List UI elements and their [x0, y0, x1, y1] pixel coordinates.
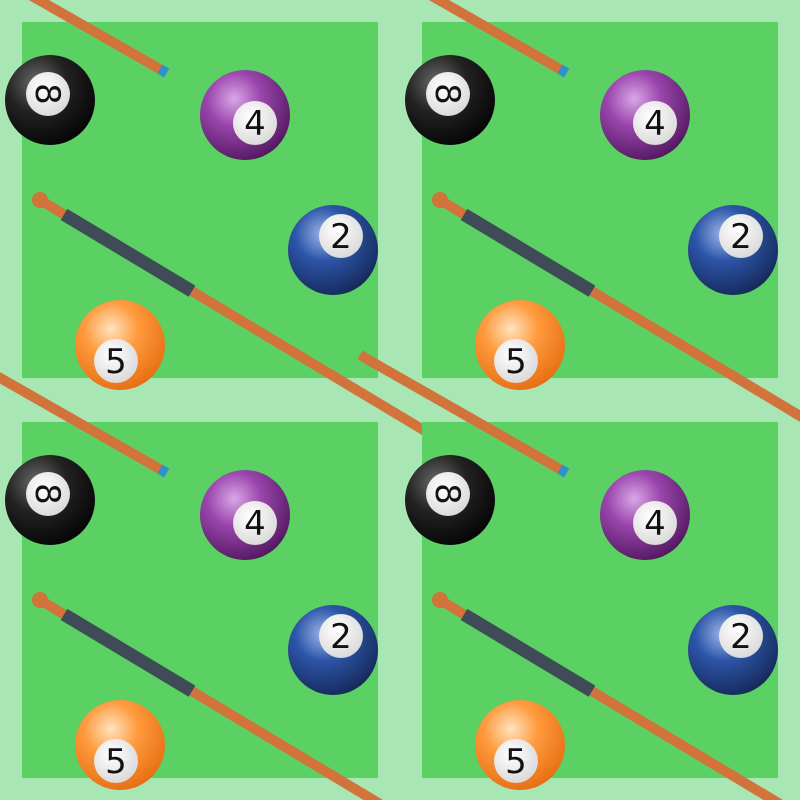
cue-stick-icon	[432, 592, 784, 800]
pattern-tile: 8 4 2 5	[405, 0, 800, 422]
ball-number-8: 8	[27, 483, 67, 505]
cue-stick-icon	[32, 592, 384, 800]
ball-number-5: 5	[505, 742, 527, 782]
ball-number-2: 2	[330, 217, 352, 257]
five-ball-icon: 5	[475, 300, 565, 390]
ball-number-5: 5	[105, 342, 127, 382]
ball-number-8: 8	[27, 83, 67, 105]
eight-ball-icon: 8	[405, 455, 495, 545]
cue-stick-icon	[428, 0, 570, 78]
five-ball-icon: 5	[75, 300, 165, 390]
ball-number-8: 8	[427, 483, 467, 505]
two-ball-icon: 2	[288, 605, 378, 695]
four-ball-icon: 4	[600, 70, 690, 160]
cue-stick-icon	[432, 192, 800, 422]
ball-number-4: 4	[244, 504, 266, 544]
five-ball-icon: 5	[75, 700, 165, 790]
ball-number-2: 2	[730, 617, 752, 657]
pattern-tile: 8 4 2 5	[357, 350, 784, 800]
five-ball-icon: 5	[475, 700, 565, 790]
cue-stick-icon	[28, 0, 170, 78]
cue-stick-icon	[357, 350, 570, 478]
four-ball-icon: 4	[600, 470, 690, 560]
ball-number-5: 5	[105, 742, 127, 782]
two-ball-icon: 2	[288, 205, 378, 295]
eight-ball-icon: 8	[5, 455, 95, 545]
ball-number-4: 4	[644, 504, 666, 544]
eight-ball-icon: 8	[5, 55, 95, 145]
ball-number-8: 8	[427, 83, 467, 105]
ball-number-2: 2	[730, 217, 752, 257]
eight-ball-icon: 8	[405, 55, 495, 145]
two-ball-icon: 2	[688, 205, 778, 295]
cue-stick-icon	[32, 192, 443, 445]
cue-stick-icon	[0, 372, 170, 478]
pattern-tile: 8 4 2 5	[5, 0, 443, 445]
two-ball-icon: 2	[688, 605, 778, 695]
four-ball-icon: 4	[200, 470, 290, 560]
ball-number-4: 4	[644, 104, 666, 144]
ball-number-4: 4	[244, 104, 266, 144]
ball-number-2: 2	[330, 617, 352, 657]
four-ball-icon: 4	[200, 70, 290, 160]
ball-number-5: 5	[505, 342, 527, 382]
pattern-tile: 8 4 2 5	[0, 372, 384, 800]
